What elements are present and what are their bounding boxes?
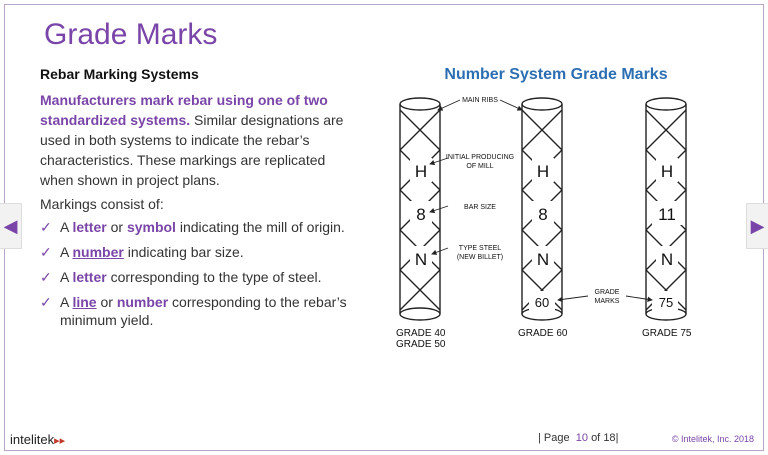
check-icon: ✓ [40, 244, 52, 260]
keyword: number [116, 294, 169, 310]
grade-caption: GRADE 50 [396, 339, 446, 350]
next-slide-button[interactable]: ▶ [746, 203, 768, 249]
callout-grade-line2: MARKS [595, 298, 620, 305]
bullet-text: indicating bar size. [123, 244, 244, 260]
brand-arrows-icon: ▸▸ [54, 435, 66, 447]
mill-mark: H [415, 162, 427, 181]
text-panel: Rebar Marking Systems Manufacturers mark… [40, 66, 360, 336]
grade-mark: 75 [659, 295, 673, 310]
grade-mark: 60 [535, 295, 549, 310]
bullet-text: corresponding to the rebar’s minimum yie… [60, 294, 347, 328]
check-icon: ✓ [40, 269, 52, 285]
markings-list: ✓ A letter or symbol indicating the mill … [40, 218, 360, 329]
intro-rest: Similar designations are used in both sy… [40, 112, 344, 188]
callout-type-line2: (NEW BILLET) [457, 254, 503, 261]
intro-paragraph: Manufacturers mark rebar using one of tw… [40, 90, 360, 190]
grade-caption: GRADE 40 [396, 328, 446, 339]
copyright: © Intelitek, Inc. 2018 [671, 434, 754, 444]
list-item: ✓ A letter or symbol indicating the mill … [40, 218, 360, 236]
callout-bar-size: BAR SIZE [464, 204, 496, 211]
bullet-text: A [60, 244, 73, 260]
list-item: ✓ A letter corresponding to the type of s… [40, 268, 360, 286]
type-mark: N [661, 250, 673, 269]
list-item: ✓ A line or number corresponding to the r… [40, 293, 360, 329]
bullet-text: A [60, 219, 73, 235]
intro-emphasis: Manufacturers mark rebar using one of tw… [40, 92, 328, 128]
bullet-text: or [106, 219, 127, 235]
mill-mark: H [661, 162, 673, 181]
type-mark: N [537, 250, 549, 269]
page-word: Page [543, 432, 570, 444]
callout-grade-line1: GRADE [595, 289, 620, 296]
keyword: letter [72, 219, 107, 235]
bullet-text: A [60, 269, 73, 285]
type-mark: N [415, 250, 427, 269]
mill-mark: H [537, 162, 549, 181]
keyword: letter [72, 269, 107, 285]
chevron-left-icon: ◀ [3, 215, 18, 237]
check-icon: ✓ [40, 219, 52, 235]
check-icon: ✓ [40, 294, 52, 310]
list-item: ✓ A number indicating bar size. [40, 243, 360, 261]
bullet-text: indicating the mill of origin. [175, 219, 345, 235]
grade-caption: GRADE 75 [642, 328, 692, 339]
page-of: of [591, 432, 601, 444]
page-total: 18 [603, 432, 616, 444]
bullet-text: corresponding to the type of steel. [106, 269, 322, 285]
size-mark: 8 [416, 205, 425, 224]
diagram-title: Number System Grade Marks [444, 66, 668, 83]
keyword: symbol [126, 219, 176, 235]
callout-initial-line2: OF MILL [466, 163, 493, 170]
rebar-bar [521, 97, 563, 321]
prev-slide-button[interactable]: ◀ [0, 203, 22, 249]
brand-logo: intelitek▸▸ [10, 432, 65, 447]
page-current: 10 [575, 432, 588, 444]
grade-caption: GRADE 60 [518, 328, 568, 339]
callout-type-line1: TYPE STEEL [459, 245, 502, 252]
page-title: Grade Marks [44, 18, 218, 51]
rebar-diagram: H 8 N H 8 N 60 H 11 N 75 MAIN RIBS INITI… [396, 97, 692, 350]
page-indicator: | Page 10 of 18| [538, 432, 619, 444]
subheading: Rebar Marking Systems [40, 66, 199, 82]
keyword-link[interactable]: line [72, 294, 97, 310]
size-mark: 11 [658, 205, 676, 224]
size-mark: 8 [538, 205, 547, 224]
keyword-link[interactable]: number [72, 244, 124, 260]
brand-name: intelitek [10, 432, 55, 447]
callout-initial-line1: INITIAL PRODUCING [446, 154, 514, 161]
chevron-right-icon: ▶ [750, 215, 765, 237]
markings-label: Markings consist of: [40, 196, 164, 212]
bullet-text: A [60, 294, 73, 310]
bullet-text: or [96, 294, 117, 310]
callout-main-ribs: MAIN RIBS [462, 97, 498, 104]
